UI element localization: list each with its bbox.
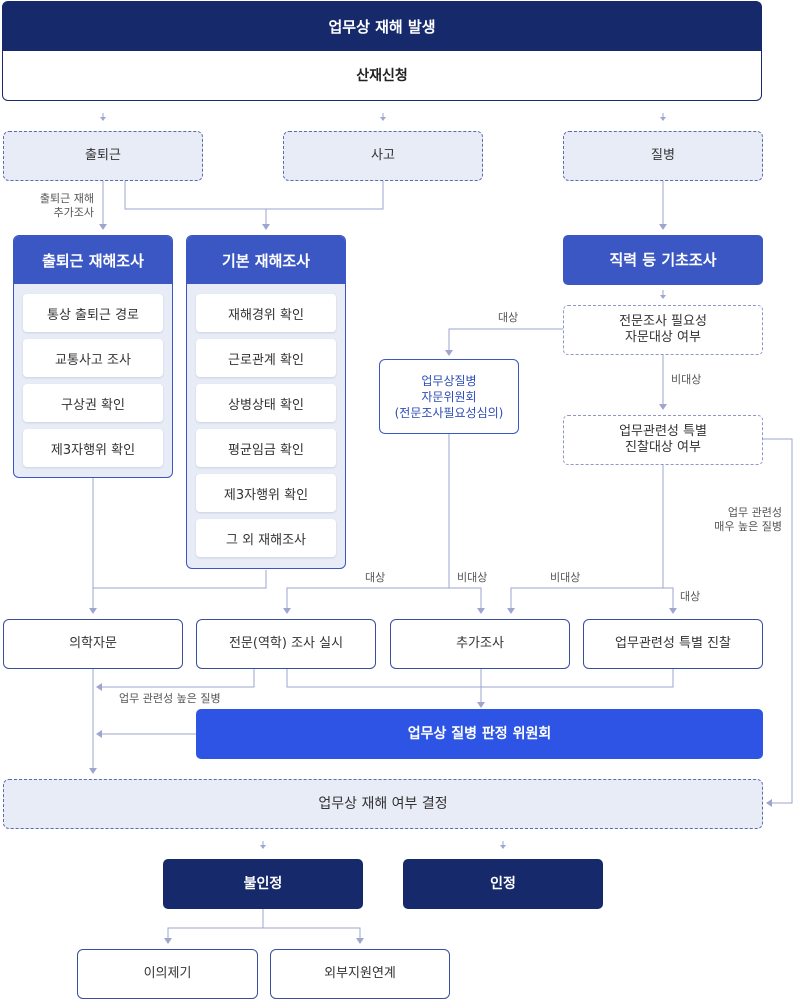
category-commute-label: 출퇴근 <box>85 148 121 163</box>
incident-header: 업무상 재해 발생 <box>2 1 762 52</box>
commute-survey-item: 교통사고 조사 <box>23 339 163 377</box>
special-exam-label: 업무관련성 특별 진찰 <box>615 636 731 651</box>
claim-box: 산재신청 <box>2 51 762 101</box>
expert-need-line2: 자문대상 여부 <box>625 330 701 345</box>
reject-label: 불인정 <box>243 876 283 892</box>
committee-line1: 업무상질병 <box>421 373 477 388</box>
target-label: 대상 <box>680 590 701 603</box>
appeal-box: 이의제기 <box>77 949 258 999</box>
judgment-committee-label: 업무상 질병 판정 위원회 <box>407 726 552 742</box>
judgment-committee-box: 업무상 질병 판정 위원회 <box>196 709 763 759</box>
job-survey-label: 직력 등 기초조사 <box>609 251 717 269</box>
basic-survey-panel: 기본 재해조사 재해경위 확인 근로관계 확인 상병상태 확인 평균임금 확인 … <box>186 235 346 569</box>
medical-advice-label: 의학자문 <box>69 636 117 651</box>
expert-need-box: 전문조사 필요성 자문대상 여부 <box>563 305 763 355</box>
appeal-label: 이의제기 <box>143 966 192 981</box>
external-support-box: 외부지원연계 <box>270 949 450 999</box>
basic-survey-item: 근로관계 확인 <box>196 339 336 377</box>
special-exam-box: 업무관련성 특별 진찰 <box>583 619 763 669</box>
basic-survey-item: 평균임금 확인 <box>196 429 336 467</box>
commute-extra-line2: 추가조사 <box>53 206 94 219</box>
commute-survey-panel: 출퇴근 재해조사 통상 출퇴근 경로 교통사고 조사 구상권 확인 제3자행위 … <box>13 235 173 478</box>
decision-box: 업무상 재해 여부 결정 <box>3 779 763 829</box>
commute-survey-item: 통상 출퇴근 경로 <box>23 294 163 332</box>
basic-survey-item: 상병상태 확인 <box>196 384 336 422</box>
high-relevance-line2: 매우 높은 질병 <box>714 520 782 533</box>
special-target-line2: 진찰대상 여부 <box>625 440 701 455</box>
additional-survey-label: 추가조사 <box>456 636 504 651</box>
high-relevance-line1: 업무 관련성 <box>727 506 782 519</box>
target-label: 대상 <box>365 571 386 584</box>
basic-survey-item: 그 외 재해조사 <box>196 519 336 557</box>
external-support-label: 외부지원연계 <box>324 966 396 981</box>
nontarget-label: 비대상 <box>550 571 581 584</box>
committee-line2: 자문위원회 <box>421 389 477 404</box>
decision-label: 업무상 재해 여부 결정 <box>318 796 448 812</box>
commute-survey-title: 출퇴근 재해조사 <box>14 236 172 284</box>
job-survey-box: 직력 등 기초조사 <box>563 235 763 285</box>
expert-need-line1: 전문조사 필요성 <box>619 314 707 329</box>
basic-survey-title: 기본 재해조사 <box>187 236 345 284</box>
accept-box: 인정 <box>403 859 603 909</box>
commute-survey-item: 구상권 확인 <box>23 384 163 422</box>
high-disease-label: 업무 관련성 높은 질병 <box>119 692 221 705</box>
claim-label: 산재신청 <box>356 67 408 84</box>
category-disease: 질병 <box>563 131 763 181</box>
nontarget-label: 비대상 <box>457 571 488 584</box>
basic-survey-item: 재해경위 확인 <box>196 294 336 332</box>
additional-survey-box: 추가조사 <box>390 619 570 669</box>
category-accident: 사고 <box>283 131 483 181</box>
basic-survey-item: 제3자행위 확인 <box>196 474 336 512</box>
expert-survey-box: 전문(역학) 조사 실시 <box>196 619 376 669</box>
nontarget-label: 비대상 <box>671 373 702 386</box>
accept-label: 인정 <box>490 876 516 892</box>
medical-advice-box: 의학자문 <box>3 619 183 669</box>
commute-survey-item: 제3자행위 확인 <box>23 429 163 467</box>
special-exam-target-box: 업무관련성 특별 진찰대상 여부 <box>563 415 763 465</box>
committee-line3: (전문조사필요성심의) <box>394 405 504 420</box>
expert-survey-label: 전문(역학) 조사 실시 <box>228 636 344 651</box>
category-accident-label: 사고 <box>371 148 395 163</box>
advisory-committee-box: 업무상질병 자문위원회 (전문조사필요성심의) <box>379 359 519 434</box>
category-commute: 출퇴근 <box>3 131 203 181</box>
target-label: 대상 <box>498 311 519 324</box>
special-target-line1: 업무관련성 특별 <box>619 424 707 439</box>
high-relevance-label: 업무 관련성 매우 높은 질병 <box>700 506 782 534</box>
category-disease-label: 질병 <box>651 148 675 163</box>
reject-box: 불인정 <box>163 859 363 909</box>
commute-extra-line1: 출퇴근 재해 <box>39 192 94 205</box>
commute-extra-label: 출퇴근 재해 추가조사 <box>30 192 94 220</box>
incident-title: 업무상 재해 발생 <box>328 17 436 36</box>
